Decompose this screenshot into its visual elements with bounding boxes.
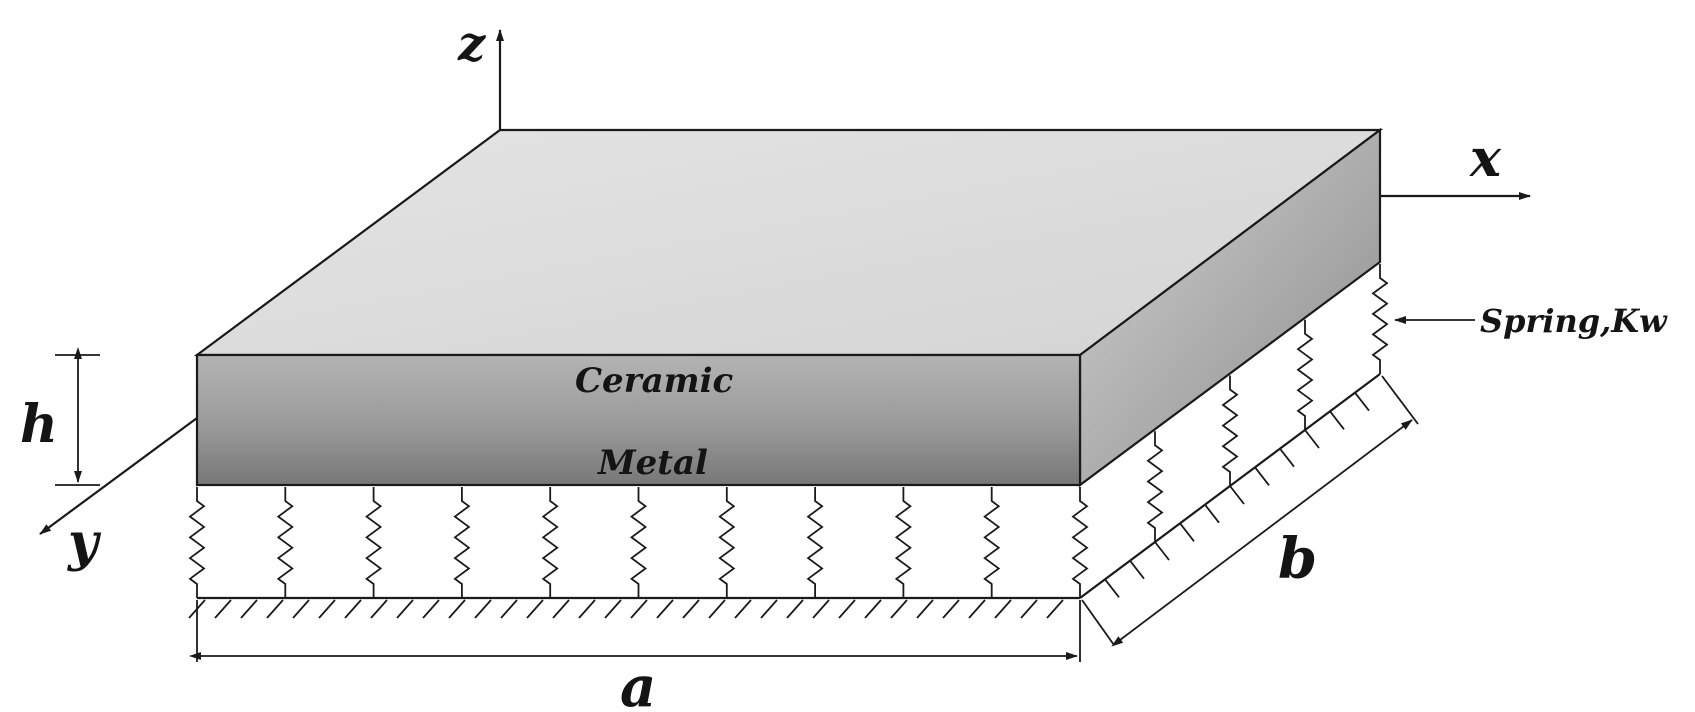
ground-hatch-mark bbox=[1104, 578, 1120, 598]
ground-hatch-mark bbox=[292, 599, 310, 619]
spring bbox=[453, 487, 471, 598]
length-label: a bbox=[620, 654, 656, 712]
spring bbox=[365, 487, 383, 598]
front-ground-support bbox=[188, 596, 1080, 619]
ground-hatch-mark bbox=[1154, 541, 1170, 561]
ground-hatch-mark bbox=[604, 599, 622, 619]
spring-label: Spring,Kw bbox=[1480, 302, 1668, 340]
spring bbox=[1371, 264, 1389, 374]
ground-hatch-mark bbox=[448, 599, 466, 619]
spring bbox=[718, 487, 736, 598]
ground-hatch-mark bbox=[890, 599, 908, 619]
length-dimension bbox=[189, 600, 1081, 662]
ground-hatch-mark bbox=[786, 599, 804, 619]
ground-hatch-mark bbox=[812, 599, 830, 619]
width-dimension bbox=[1081, 375, 1419, 647]
ground-hatch-mark bbox=[994, 599, 1012, 619]
ground-hatch-mark bbox=[682, 599, 700, 619]
front-spring-row bbox=[188, 487, 1089, 598]
ground-hatch-mark bbox=[864, 599, 882, 619]
spring bbox=[894, 487, 912, 598]
ceramic-layer-label: Ceramic bbox=[575, 361, 734, 401]
ground-hatch-mark bbox=[422, 599, 440, 619]
ground-hatch-mark bbox=[214, 599, 232, 619]
ground-hatch-mark bbox=[1354, 392, 1370, 412]
spring bbox=[1221, 375, 1239, 486]
spring bbox=[1296, 319, 1314, 430]
y-axis-line bbox=[39, 417, 198, 535]
ground-hatch-mark bbox=[838, 599, 856, 619]
spring bbox=[983, 487, 1001, 598]
z-axis-label: z bbox=[457, 16, 487, 72]
ground-hatch-mark bbox=[916, 599, 934, 619]
y-axis-label: y bbox=[67, 512, 102, 573]
thickness-label: h bbox=[20, 394, 58, 455]
ground-hatch-mark bbox=[526, 599, 544, 619]
ground-hatch-mark bbox=[760, 599, 778, 619]
ground-hatch-mark bbox=[942, 599, 960, 619]
plate-front-face bbox=[195, 353, 1082, 487]
ground-hatch-mark bbox=[552, 599, 570, 619]
spring bbox=[541, 487, 559, 598]
x-axis-label: x bbox=[1469, 128, 1502, 189]
width-label: b bbox=[1278, 526, 1317, 592]
ground-hatch-mark bbox=[266, 599, 284, 619]
ground-hatch-mark bbox=[1046, 599, 1064, 619]
spring bbox=[188, 487, 206, 598]
ground-hatch-mark bbox=[1229, 485, 1245, 505]
ground-hatch-mark bbox=[578, 599, 596, 619]
ground-hatch-mark bbox=[630, 599, 648, 619]
ground-hatch-mark bbox=[656, 599, 674, 619]
spring bbox=[1146, 431, 1164, 542]
ground-hatch-mark bbox=[734, 599, 752, 619]
ground-hatch-mark bbox=[1020, 599, 1038, 619]
ground-hatch-mark bbox=[1279, 448, 1295, 468]
ground-hatch-mark bbox=[708, 599, 726, 619]
ground-hatch-mark bbox=[1204, 504, 1220, 524]
ground-hatch-mark bbox=[1254, 466, 1270, 486]
ground-hatch-mark bbox=[1129, 560, 1145, 580]
ground-hatch-mark bbox=[1304, 429, 1320, 449]
ground-hatch-mark bbox=[240, 599, 258, 619]
ground-hatch-mark bbox=[370, 599, 388, 619]
ground-hatch-mark bbox=[474, 599, 492, 619]
ground-hatch-mark bbox=[344, 599, 362, 619]
ground-hatch-mark bbox=[968, 599, 986, 619]
spring bbox=[629, 487, 648, 598]
ground-hatch-mark bbox=[318, 599, 336, 619]
spring bbox=[806, 487, 824, 598]
spring bbox=[1071, 487, 1089, 598]
ground-hatch-mark bbox=[500, 599, 518, 619]
ground-hatch-mark bbox=[1329, 410, 1345, 430]
metal-layer-label: Metal bbox=[597, 443, 708, 483]
ground-hatch-mark bbox=[1179, 522, 1195, 542]
spring bbox=[276, 487, 294, 598]
thickness-dimension bbox=[55, 347, 100, 486]
ground-hatch-mark bbox=[396, 599, 414, 619]
